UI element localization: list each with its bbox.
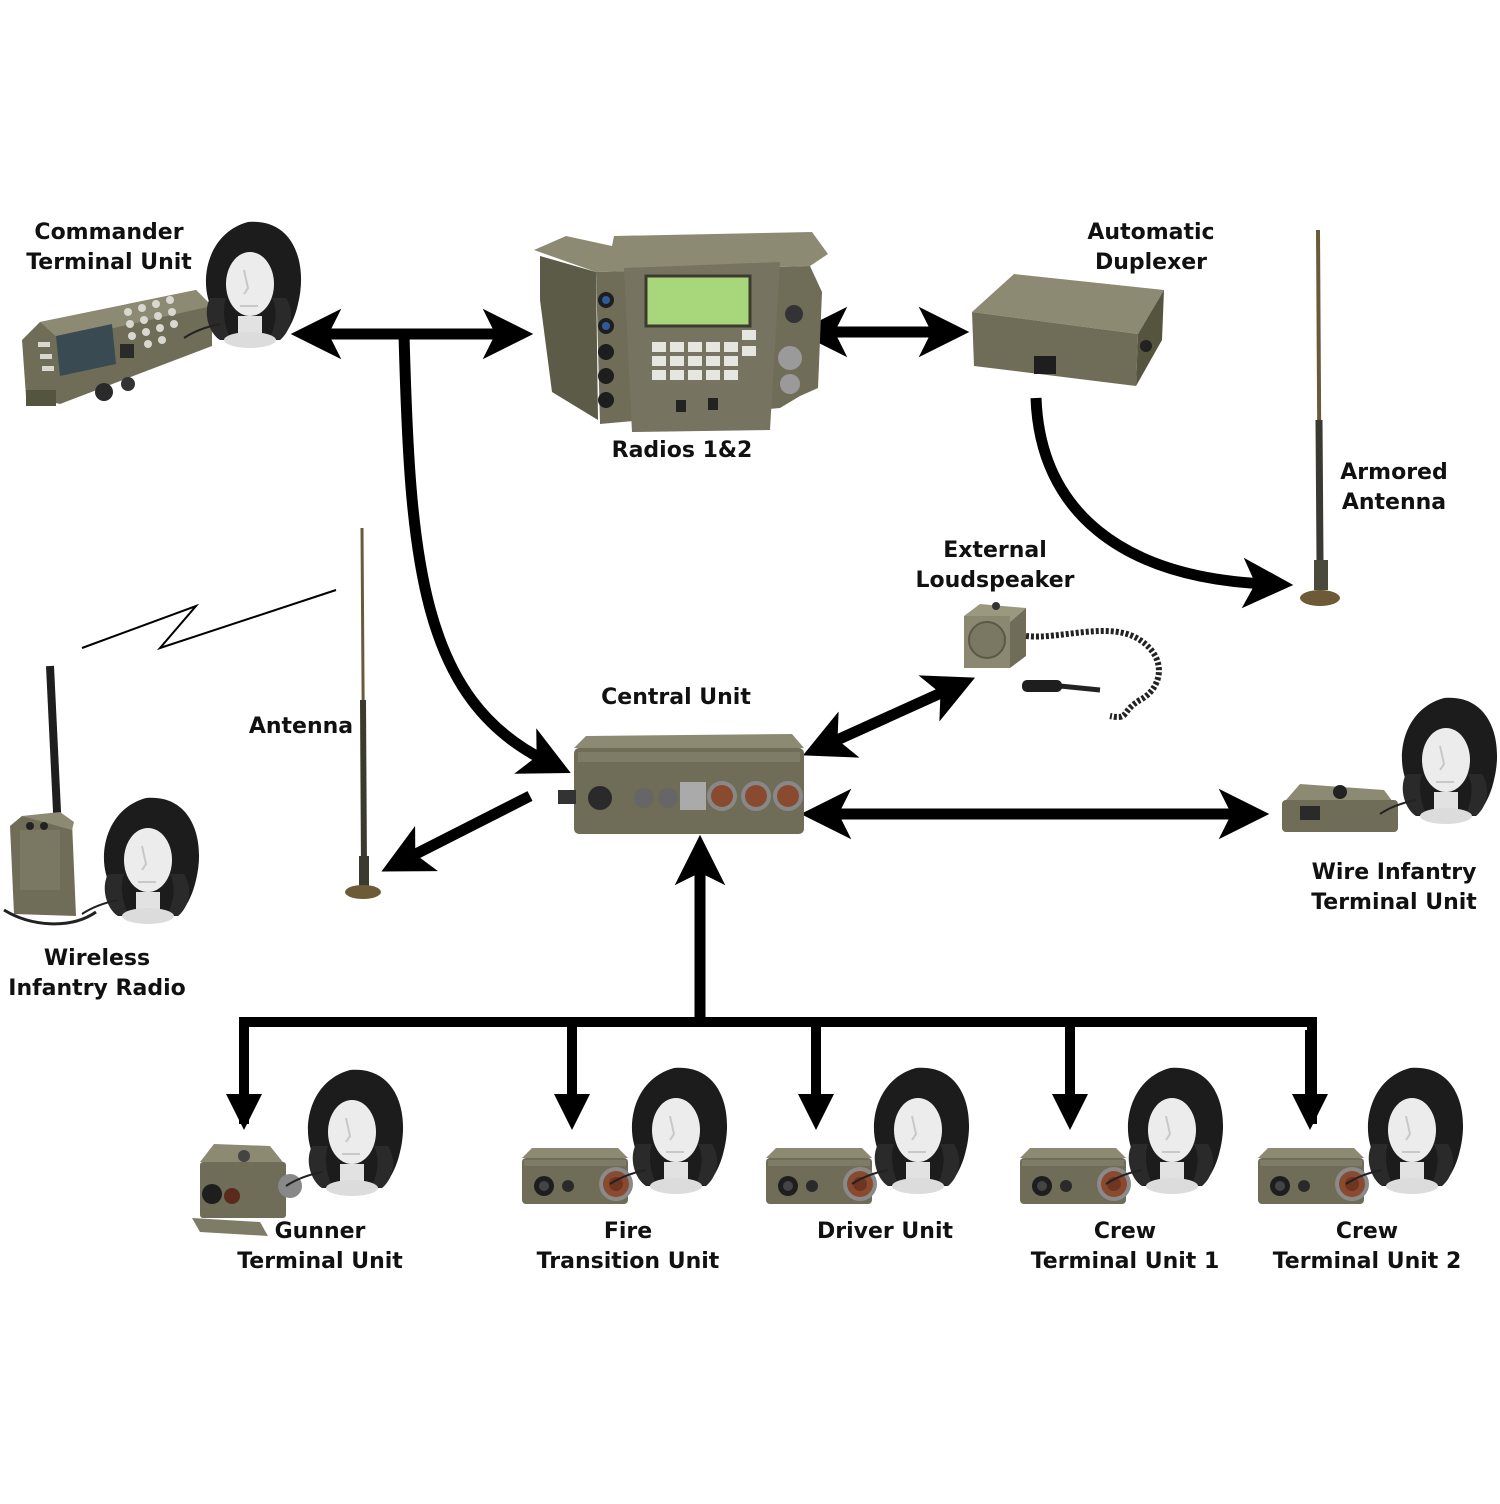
- fire-headset-icon: [609, 1066, 729, 1195]
- label-commander-line1: Commander: [34, 220, 184, 245]
- radios-device: [534, 232, 828, 432]
- crew1-terminal-device: [1020, 1148, 1131, 1204]
- label-wireless-infantry-radio: Wireless Infantry Radio: [8, 944, 185, 1004]
- label-armored-antenna-line1: Armored: [1340, 460, 1448, 485]
- wire-infantry-device: [1282, 784, 1398, 832]
- arrow-commander-central: [398, 333, 571, 774]
- label-gunner-line1: Gunner: [274, 1219, 366, 1244]
- antenna-device: [345, 527, 381, 899]
- wire-infantry-headset-icon: [1379, 696, 1499, 825]
- fire-transition-device: [522, 1148, 633, 1204]
- label-central-line1: Central Unit: [601, 685, 751, 710]
- label-central-unit: Central Unit: [601, 683, 751, 713]
- label-driver-line1: Driver Unit: [816, 1219, 954, 1244]
- duplexer-device: [972, 274, 1164, 386]
- arrow-central-antenna: [381, 791, 533, 872]
- label-automatic-duplexer: Automatic Duplexer: [1087, 218, 1214, 278]
- driver-unit-device: [766, 1148, 877, 1204]
- label-fire-line1: Fire: [603, 1219, 653, 1244]
- arrow-central-loudspeaker: [802, 675, 976, 758]
- label-driver-unit: Driver Unit: [817, 1217, 953, 1247]
- label-radios: Radios 1&2: [612, 436, 753, 466]
- driver-headset-icon: [851, 1066, 971, 1195]
- loudspeaker-device: [964, 602, 1162, 720]
- label-wire-infantry-line1: Wire Infantry: [1311, 860, 1477, 885]
- label-duplexer-line2: Duplexer: [1094, 250, 1208, 275]
- connection-arrows: [226, 306, 1328, 1130]
- label-antenna: Antenna: [249, 712, 353, 742]
- label-wire-infantry-line2: Terminal Unit: [1311, 890, 1477, 915]
- label-commander-terminal-unit: Commander Terminal Unit: [26, 218, 192, 278]
- label-antenna-line1: Antenna: [248, 714, 354, 739]
- label-external-loudspeaker: External Loudspeaker: [916, 536, 1075, 596]
- commander-headset-icon: [183, 220, 303, 349]
- label-loudspeaker-line2: Loudspeaker: [915, 568, 1075, 593]
- label-duplexer-line1: Automatic: [1087, 220, 1215, 245]
- label-crew2-line1: Crew: [1335, 1219, 1399, 1244]
- crew1-headset-icon: [1105, 1066, 1225, 1195]
- label-commander-line2: Terminal Unit: [26, 250, 192, 275]
- label-wireless-line1: Wireless: [43, 946, 151, 971]
- label-crew1-line1: Crew: [1093, 1219, 1157, 1244]
- crew2-terminal-device: [1258, 1148, 1369, 1204]
- label-fire-line2: Transition Unit: [536, 1249, 720, 1274]
- label-fire-transition-unit: Fire Transition Unit: [537, 1217, 720, 1277]
- armored-antenna-device: [1300, 229, 1340, 606]
- wireless-radio-device: [3, 665, 97, 926]
- label-wire-infantry-terminal-unit: Wire Infantry Terminal Unit: [1311, 858, 1477, 918]
- label-crew-terminal-unit-1: Crew Terminal Unit 1: [1031, 1217, 1220, 1277]
- label-gunner-line2: Terminal Unit: [237, 1249, 403, 1274]
- arrow-duplexer-armored-antenna: [1030, 397, 1294, 609]
- label-crew2-line2: Terminal Unit 2: [1272, 1249, 1462, 1274]
- label-crew-terminal-unit-2: Crew Terminal Unit 2: [1273, 1217, 1462, 1277]
- wireless-headset-icon: [81, 796, 201, 925]
- label-wireless-line2: Infantry Radio: [8, 976, 186, 1001]
- label-gunner-terminal-unit: Gunner Terminal Unit: [237, 1217, 403, 1277]
- label-loudspeaker-line1: External: [943, 538, 1047, 563]
- gunner-terminal-device: [192, 1144, 302, 1236]
- central-unit-device: [558, 734, 804, 834]
- gunner-headset-icon: [285, 1068, 405, 1197]
- wireless-link-symbol: [81, 589, 337, 651]
- crew2-headset-icon: [1345, 1066, 1465, 1195]
- label-armored-antenna: Armored Antenna: [1340, 458, 1447, 518]
- label-armored-antenna-line2: Antenna: [1341, 490, 1447, 515]
- label-crew1-line2: Terminal Unit 1: [1030, 1249, 1220, 1274]
- commander-terminal-device: [22, 290, 212, 406]
- label-radios-line1: Radios 1&2: [611, 438, 753, 463]
